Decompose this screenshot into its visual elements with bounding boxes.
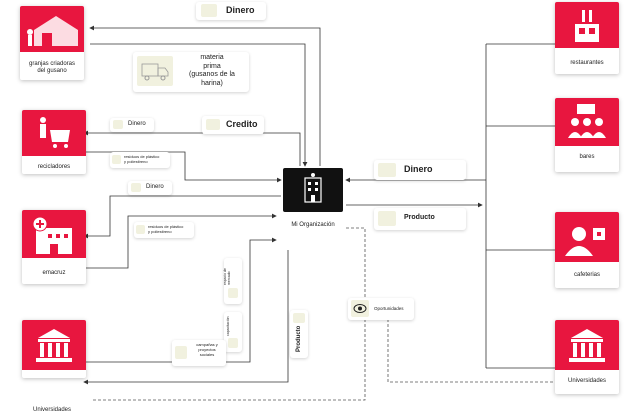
flow-producto-right-label: Producto [404, 214, 435, 221]
line-emacruz-dinero [83, 195, 281, 239]
card-recicladores[interactable]: recicladores [22, 110, 86, 174]
flow-campanas[interactable]: campañas y proyectos sociales [172, 340, 226, 366]
flow-residuos-2-label: residuos de plástico y poliestireno [148, 224, 184, 234]
training-icon [228, 338, 238, 348]
card-granjas[interactable]: granjas criadoras del gusano [20, 6, 84, 80]
card-univ-right-tile [555, 320, 619, 370]
card-bares-name: bares [579, 154, 595, 160]
money-icon [201, 4, 217, 17]
card-granjas-name: granjas criadoras del gusano [28, 61, 76, 74]
line-recic-dinero [83, 130, 301, 166]
card-universidades-right[interactable]: Universidades [555, 320, 619, 394]
box-icon [378, 211, 396, 226]
flow-campanas-label: campañas y proyectos sociales [196, 342, 218, 357]
recycle-icon [112, 155, 121, 164]
flow-producto-vertical[interactable]: Producto [290, 310, 308, 358]
barn-icon [27, 16, 78, 46]
museum-icon [36, 329, 72, 362]
flow-residuos-2[interactable]: residuos de plástico y poliestireno [134, 222, 194, 238]
flow-oportunidades-label: Oportunidades [374, 306, 404, 311]
flow-materia-prima-label: materia prima (gusanos de la harina) [189, 54, 235, 87]
org-node[interactable] [283, 168, 343, 212]
line-emacruz-residuos [84, 213, 277, 269]
box-icon [293, 313, 305, 323]
flow-producto-right[interactable]: Producto [374, 208, 466, 230]
money-icon [131, 183, 141, 192]
card-recicladores-name: recicladores [37, 164, 71, 170]
card-univ-left-tile [22, 320, 86, 370]
building-icon [304, 173, 322, 203]
flow-producto-vertical-label: Producto [296, 325, 302, 352]
flow-residuos-1-label: residuos de plástico y poliestireno [124, 154, 160, 164]
flow-oportunidades[interactable]: Oportunidades [348, 298, 414, 320]
kitchen-icon [575, 10, 599, 42]
flow-residuos-1[interactable]: residuos de plástico y poliestireno [110, 152, 170, 168]
market-icon [228, 288, 238, 298]
card-universidades-right-name: Universidades [567, 378, 607, 384]
org-label: Mi Organización [291, 222, 335, 228]
flow-capacitacion-label: capacitación [226, 316, 230, 336]
line-materia-prima [90, 43, 308, 167]
flow-credito[interactable]: Credito [202, 116, 264, 134]
card-bares-tile [555, 98, 619, 146]
flow-materia-prima[interactable]: materia prima (gusanos de la harina) [133, 52, 249, 92]
line-granjas-dinero [89, 25, 321, 166]
card-emacruz-name: emacruz [42, 270, 66, 276]
card-universidades-left-name: Universidades [33, 407, 72, 413]
flow-dinero-emacruz-label: Dinero [146, 184, 164, 190]
flow-dinero-right[interactable]: Dinero [374, 160, 466, 180]
card-recicladores-tile [22, 110, 86, 156]
eye-icon [351, 300, 369, 317]
flow-dinero-top-label: Dinero [226, 5, 255, 15]
card-emacruz[interactable]: emacruz [22, 210, 86, 284]
truck-icon [137, 56, 173, 86]
hospital-icon [32, 216, 72, 254]
card-granjas-tile [20, 6, 84, 52]
recycle-icon [136, 225, 145, 234]
card-cafeterias-tile [555, 212, 619, 262]
flow-espacio-mercado[interactable]: espacio de mercado [223, 258, 242, 304]
money-icon [113, 120, 123, 129]
flow-espacio-mercado-label: espacio de mercado [223, 268, 231, 285]
museum-icon [569, 329, 605, 362]
card-restaurantes-name: restaurantes [570, 60, 604, 66]
line-univ-campanas [84, 237, 277, 363]
flow-dinero-right-label: Dinero [404, 164, 433, 174]
bar-icon [568, 104, 606, 138]
card-restaurantes[interactable]: restaurantes [555, 2, 619, 74]
lightbulb-icon [175, 346, 187, 359]
card-restaurantes-tile [555, 2, 619, 48]
card-universidades-left[interactable] [22, 320, 86, 378]
line-oportunidades-right [387, 314, 555, 383]
cart-icon [40, 117, 70, 148]
card-bares[interactable]: bares [555, 98, 619, 172]
flow-dinero-top[interactable]: Dinero [196, 2, 266, 20]
line-producto-univ [83, 250, 289, 385]
card-cafeterias[interactable]: cafeterias [555, 212, 619, 288]
flow-capacitacion[interactable]: capacitación [224, 312, 242, 352]
money-icon [206, 119, 220, 130]
flow-dinero-recic[interactable]: Dinero [110, 118, 154, 132]
flow-credito-label: Credito [226, 119, 258, 129]
card-emacruz-tile [22, 210, 86, 258]
card-cafeterias-name: cafeterias [573, 272, 600, 278]
flow-dinero-recic-label: Dinero [128, 121, 146, 127]
flow-dinero-emacruz[interactable]: Dinero [128, 181, 172, 195]
group-icon [565, 227, 605, 256]
money-icon [378, 163, 396, 177]
